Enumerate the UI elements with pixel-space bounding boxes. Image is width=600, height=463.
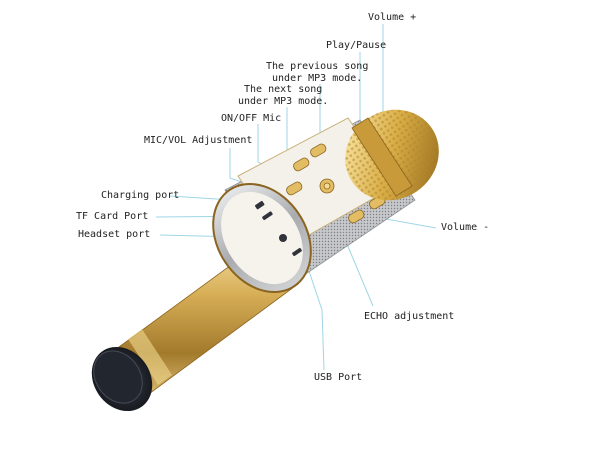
label-on-off-mic: ON/OFF Mic [221, 113, 282, 124]
label-echo-adjustment: ECHO adjustment [364, 311, 455, 322]
label-charging-port: Charging port [101, 190, 180, 201]
label-volume-plus: Volume + [368, 12, 417, 23]
leader-volume-minus [379, 217, 437, 229]
label-mic-vol-adjustment: MIC/VOL Adjustment [144, 135, 253, 146]
label-previous-song: The previous song under MP3 mode. [266, 61, 369, 84]
label-tf-card-port: TF Card Port [76, 211, 149, 222]
label-next-song: The next song under MP3 mode. [238, 84, 329, 107]
label-usb-port: USB Port [314, 372, 363, 383]
label-volume-minus: Volume - [441, 222, 490, 233]
microphone-head [345, 109, 439, 201]
label-headset-port: Headset port [78, 229, 151, 240]
label-play-pause: Play/Pause [326, 40, 387, 51]
